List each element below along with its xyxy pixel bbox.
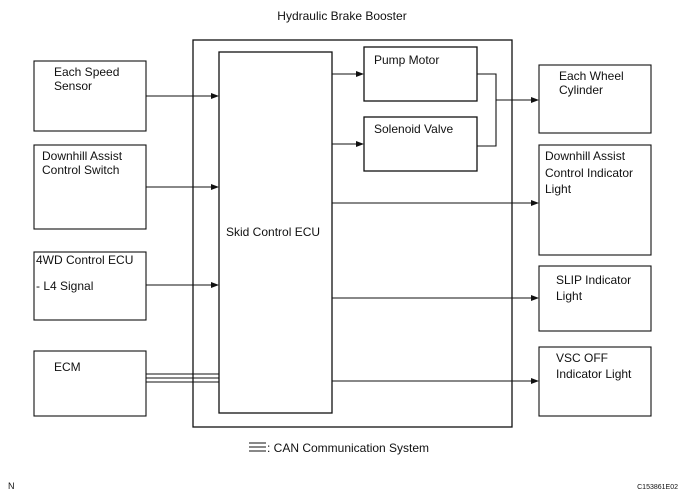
pump-motor-box <box>363 46 478 102</box>
arrow-downhill-switch <box>146 184 219 190</box>
arrow-slip-light <box>332 295 539 301</box>
vsc-light-box <box>538 346 652 417</box>
can-legend-symbol <box>249 442 266 452</box>
speed-sensor-box <box>33 60 147 132</box>
hydraulic-line-to-wheel <box>477 73 539 147</box>
diagram-title: Hydraulic Brake Booster <box>277 9 406 23</box>
downhill-light-label-3: Light <box>545 182 572 196</box>
arrow-downhill-light <box>332 200 539 206</box>
corner-mark: N <box>8 481 15 491</box>
slip-light-box <box>538 265 652 332</box>
downhill-light-label-2: Control Indicator <box>545 166 633 180</box>
vsc-light-label-1: VSC OFF <box>556 351 608 365</box>
arrow-solenoid-valve <box>332 141 364 147</box>
ecm-label: ECM <box>54 360 81 374</box>
arrow-4wd-signal <box>146 282 219 288</box>
solenoid-valve-box <box>363 116 478 172</box>
speed-sensor-label-2: Sensor <box>54 79 92 93</box>
slip-light-label-1: SLIP Indicator <box>556 273 631 287</box>
downhill-light-label-1: Downhill Assist <box>545 149 626 163</box>
pump-motor-label: Pump Motor <box>374 53 439 67</box>
arrow-pump-motor <box>332 71 364 77</box>
arrow-vsc-light <box>332 378 539 384</box>
control-4wd-box <box>33 251 147 321</box>
arrow-speed-sensor <box>146 93 219 99</box>
slip-light-label-2: Light <box>556 289 583 303</box>
vsc-light-label-2: Indicator Light <box>556 367 632 381</box>
control-4wd-label-1: 4WD Control ECU <box>36 253 133 267</box>
ecm-box <box>33 350 147 417</box>
can-legend-text: : CAN Communication System <box>267 441 429 455</box>
wheel-cylinder-label-2: Cylinder <box>559 83 603 97</box>
downhill-switch-label-2: Control Switch <box>42 163 119 177</box>
solenoid-valve-label: Solenoid Valve <box>374 122 453 136</box>
downhill-light-box <box>538 144 652 256</box>
can-bus-lines <box>146 373 219 383</box>
wheel-cylinder-box <box>538 64 652 134</box>
figure-code: C153861E02 <box>637 484 678 491</box>
control-4wd-label-2: - L4 Signal <box>36 279 93 293</box>
downhill-switch-box <box>33 144 147 230</box>
skid-control-ecu-label: Skid Control ECU <box>226 225 320 239</box>
speed-sensor-label-1: Each Speed <box>54 65 119 79</box>
downhill-switch-label-1: Downhill Assist <box>42 149 123 163</box>
skid-control-ecu-box <box>218 51 333 414</box>
wheel-cylinder-label-1: Each Wheel <box>559 69 624 83</box>
